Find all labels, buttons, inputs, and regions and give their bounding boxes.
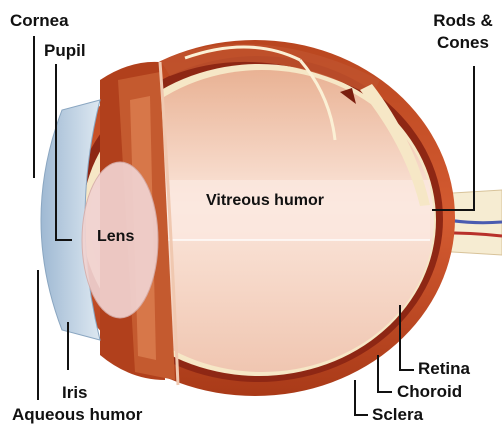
label-cornea: Cornea (10, 12, 69, 31)
label-choroid: Choroid (397, 383, 462, 402)
label-rods-cones-line2: Cones (426, 34, 500, 53)
label-sclera: Sclera (372, 406, 423, 425)
label-vitreous-humor: Vitreous humor (206, 192, 324, 210)
label-rods-cones-line1: Rods & (426, 12, 500, 31)
label-pupil: Pupil (44, 42, 86, 61)
label-aqueous-humor: Aqueous humor (12, 406, 142, 425)
cutaway-band (140, 180, 430, 240)
label-iris: Iris (62, 384, 88, 403)
label-retina: Retina (418, 360, 470, 379)
label-lens: Lens (97, 228, 134, 246)
